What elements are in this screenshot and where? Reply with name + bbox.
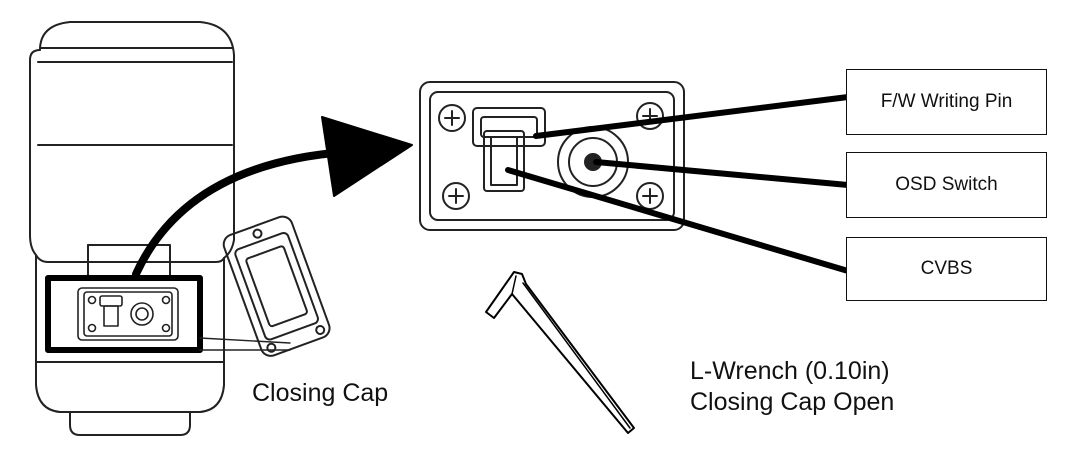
curved-arrow (132, 148, 349, 278)
cvbs-connector (483, 130, 525, 192)
enlarged-port-panel (419, 81, 685, 231)
camera-body (29, 21, 235, 436)
cvbs-label: CVBS (846, 237, 1047, 301)
osd-switch-leader (593, 159, 851, 188)
l-wrench-caption-line1: L-Wrench (0.10in) (690, 357, 890, 385)
highlight-frame (45, 275, 203, 353)
closing-cap-illustration (222, 215, 331, 357)
osd-switch-label: OSD Switch (846, 152, 1047, 218)
small-port-panel (77, 287, 179, 341)
fw-writing-pin-text: F/W Writing Pin (880, 91, 1013, 112)
cvbs-leader (505, 167, 851, 274)
fw-writing-pin-slot (472, 107, 546, 147)
panel-screws (438, 102, 664, 210)
l-wrench-illustration (485, 271, 635, 434)
closing-cap-caption: Closing Cap (252, 379, 389, 407)
fw-pin-leader (533, 94, 851, 139)
osd-switch-text: OSD Switch (895, 174, 998, 195)
fw-writing-pin-label: F/W Writing Pin (846, 69, 1047, 135)
l-wrench-caption-line2: Closing Cap Open (690, 388, 895, 416)
arrow-head (321, 116, 413, 197)
cap-leader-line (199, 337, 291, 344)
cvbs-text: CVBS (920, 258, 973, 279)
